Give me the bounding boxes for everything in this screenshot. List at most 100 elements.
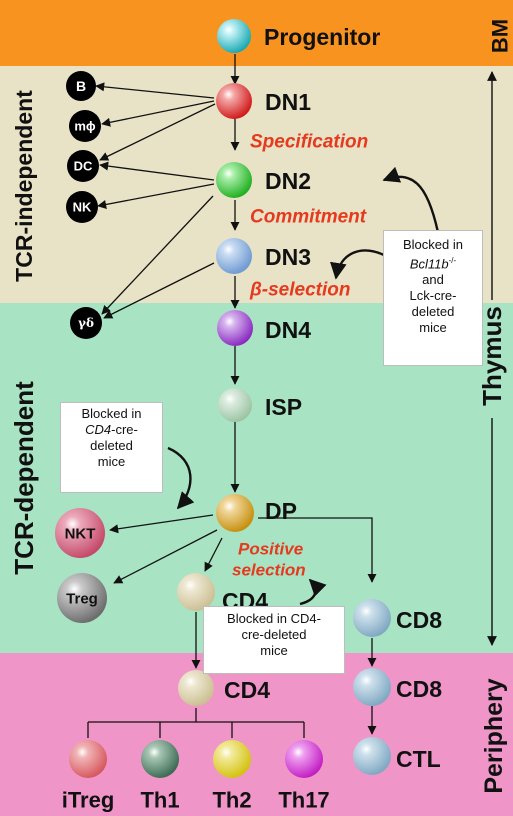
cell-itreg: iTreg [62,740,115,813]
note-bcl11b-line4: Lck-cre- [409,288,457,304]
arrow-dn1-b [95,82,215,99]
process-commitment: Commitment [250,207,367,228]
th17-label: Th17 [278,788,329,813]
note-cd4cre-top-suffix: -cre- [111,422,138,437]
dp-label: DP [265,498,297,524]
process-beta-selection: β-selection [249,280,350,301]
cell-isp: ISP [218,388,302,422]
block-arrow-positive-selection [299,578,327,606]
gamma-delta-marker [70,307,102,339]
note-bcl11b-block: Blocked in Bcl11b-/- and Lck-cre- delete… [383,230,483,366]
note-cd4cre-top-gene: CD4 [85,422,112,437]
cell-th17: Th17 [278,740,330,813]
note-bcl11b-gene: Bcl11b [409,256,449,272]
dn3-cell [216,238,252,274]
arrow-dn1-mphi [101,100,215,127]
bm-zone [0,0,513,66]
cell-dp: DP [216,494,297,532]
process-specification: Specification [250,132,368,153]
arrow-dp-nkt [109,514,214,534]
th1-cell [141,740,179,778]
note-cd4cre-bottom: Blocked in CD4- cre-deleted mice [203,606,345,674]
periphery-label: Periphery [480,678,508,793]
side-lineage-gamma-delta: γδ [70,307,102,339]
progenitor-label: Progenitor [264,24,380,50]
cd4-periphery-cell [178,670,214,706]
note-cd4cre-bottom-line3: mice [260,643,288,658]
side-lineage-b: B [66,71,96,101]
th2-label: Th2 [212,788,251,813]
dn4-cell [217,310,253,346]
dn3-label: DN3 [265,244,311,270]
progenitor-cell [217,19,251,53]
cell-cd4-periphery: CD4 [178,670,270,706]
isp-cell [218,388,252,422]
cd4-periphery-label: CD4 [224,677,270,703]
note-bcl11b-line5: deleted [411,304,455,320]
cell-dn1: DN1 [216,83,311,119]
cd8-periphery-cell [353,668,391,706]
dn1-label: DN1 [265,89,311,115]
treg-cell [57,573,107,623]
itreg-label: iTreg [62,788,115,813]
ctl-cell [353,737,391,775]
treg-label: Treg [66,591,98,608]
dn2-label: DN2 [265,168,311,194]
dn2-cell [216,162,252,198]
note-cd4cre-top-line3: deleted [90,438,133,453]
block-arrow-commitment [382,166,442,243]
dc-marker [67,150,99,182]
arrow-dn2-dc [99,161,215,181]
note-bcl11b-line2: Bcl11b-/- [384,253,482,272]
arrow-dn2-nk [97,183,215,209]
note-cd4cre-top: Blocked in CD4-cre- deleted mice [60,402,163,493]
arrow-dn3-gd [103,262,215,319]
arrow-dn1-dc [99,103,216,161]
itreg-cell [69,740,107,778]
note-cd4cre-top-line2: CD4-cre- [61,422,162,438]
note-cd4cre-top-line4: mice [97,454,126,469]
note-cd4cre-bottom-line2: cre-deleted [241,627,307,642]
block-arrow-cd4cre-dp [167,446,195,510]
th1-label: Th1 [140,788,179,813]
cell-progenitor: Progenitor [217,19,380,53]
bm-label: BM [488,19,513,53]
cell-nkt: NKT [55,508,105,558]
cell-cd8-thymus: CD8 [353,599,442,637]
note-cd4cre-bottom-line1: Blocked in CD4- [227,611,321,626]
tcr-dependent-label: TCR-dependent [9,381,39,575]
isp-label: ISP [265,394,302,420]
b-cell-marker [66,71,96,101]
process-positive-selection-line2: selection [232,561,306,580]
gamma-delta-label: γδ [78,316,94,330]
dn4-label: DN4 [265,317,311,343]
arrow-dn2-gd [101,195,214,315]
cell-th1: Th1 [140,740,180,813]
cell-dn2: DN2 [216,162,311,198]
note-bcl11b-line6: mice [419,320,447,336]
cell-dn3: DN3 [216,238,311,274]
side-lineage-nk: NK [66,191,98,223]
cell-dn4: DN4 [217,310,311,346]
note-bcl11b-genotype: -/- [448,256,457,265]
nkt-cell [55,508,105,558]
cell-treg: Treg [57,573,107,623]
side-lineage-dc: DC [67,150,99,182]
ctl-label: CTL [396,746,441,772]
th17-cell [285,740,323,778]
cd8-thymus-cell [353,599,391,637]
nk-label: NK [73,200,92,215]
branch-cd4-to-helpers [87,708,305,738]
macrophage-label: mϕ [74,119,96,134]
b-cell-label: B [76,78,86,94]
cell-th2: Th2 [212,740,252,813]
dc-label: DC [74,159,93,174]
arrow-dp-treg [113,529,218,584]
cd8-thymus-label: CD8 [396,607,442,633]
tcr-independent-label: TCR-independent [11,90,37,282]
cd8-periphery-label: CD8 [396,676,442,702]
block-arrow-beta-selection [330,249,387,280]
th2-cell [213,740,251,778]
cell-ctl: CTL [353,737,441,775]
